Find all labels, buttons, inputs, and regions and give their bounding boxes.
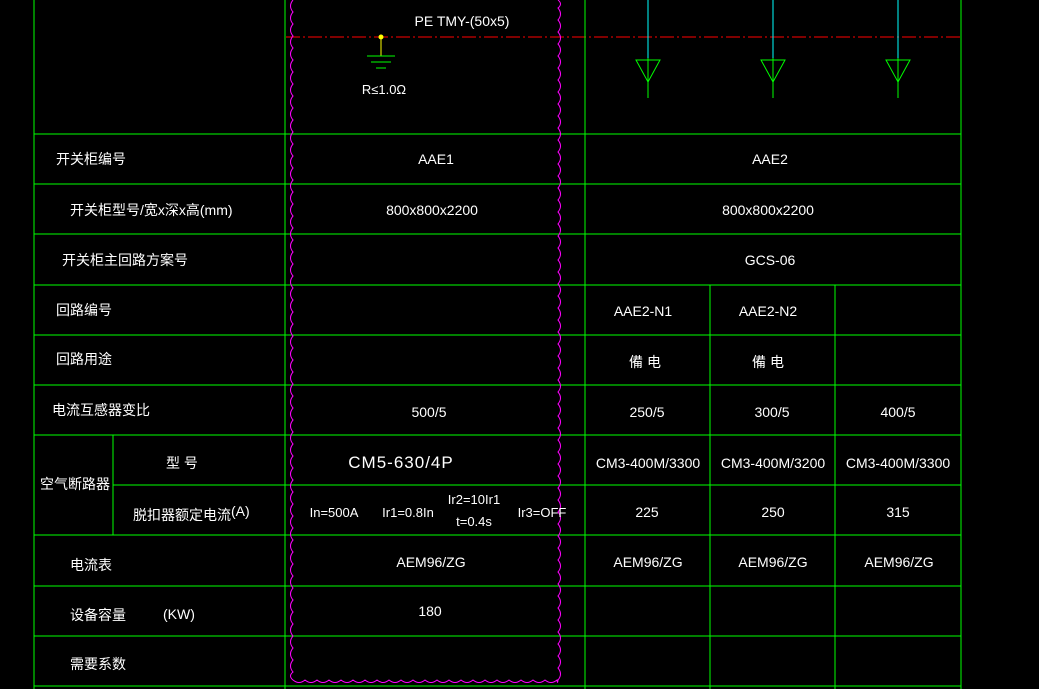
- aae1-ct-ratio: 500/5: [411, 404, 447, 420]
- circuit-1-no: AAE2-N1: [613, 303, 673, 319]
- aae1-cabinet-no: AAE1: [418, 151, 454, 167]
- circuit-2-ammeter: AEM96/ZG: [738, 554, 808, 570]
- aae1-ammeter: AEM96/ZG: [396, 554, 466, 570]
- row-label-capacity-unit: (KW): [163, 606, 195, 622]
- ground-icon: [367, 34, 395, 69]
- table-grid: [33, 0, 962, 689]
- circuit-2-ct-ratio: 300/5: [754, 404, 790, 420]
- row-label-ct-ratio: 电流互感器变比: [52, 402, 150, 418]
- circuit-3-ammeter: AEM96/ZG: [864, 554, 934, 570]
- circuit-3-ct-ratio: 400/5: [880, 404, 916, 420]
- row-label-trip-current-unit: (A): [231, 503, 250, 519]
- row-label-circuit-use: 回路用途: [56, 351, 112, 367]
- circuit-1-ct-ratio: 250/5: [629, 404, 665, 420]
- aae1-capacity: 180: [418, 603, 442, 619]
- row-label-capacity: 设备容量: [70, 607, 126, 623]
- circuit-2-breaker-model: CM3-400M/3200: [720, 455, 826, 471]
- aae1-breaker-model: CM5-630/4P: [348, 453, 454, 472]
- circuit-2-no: AAE2-N2: [738, 303, 798, 319]
- feeder-arrow-icon: [760, 0, 786, 98]
- circuit-3-trip-current: 315: [886, 504, 910, 520]
- row-label-demand-factor: 需要系数: [70, 656, 126, 672]
- row-label-ammeter: 电流表: [70, 557, 112, 573]
- row-label-trip-current: 脱扣器额定电流: [133, 507, 231, 523]
- aae1-dimensions: 800x800x2200: [386, 202, 478, 218]
- aae1-trip-t: t=0.4s: [456, 514, 492, 529]
- pe-bus-label: PE TMY-(50x5): [414, 13, 510, 29]
- aae1-trip-in: In=500A: [309, 505, 359, 520]
- circuit-1-use: 備 电: [629, 354, 661, 370]
- aae2-dimensions: 800x800x2200: [722, 202, 814, 218]
- circuit-1-breaker-model: CM3-400M/3300: [595, 455, 701, 471]
- circuit-1-trip-current: 225: [635, 504, 659, 520]
- aae1-trip-ir2: Ir2=10Ir1: [447, 492, 501, 507]
- aae2-scheme: GCS-06: [744, 252, 796, 268]
- aae1-trip-ir1: Ir1=0.8In: [382, 505, 434, 520]
- revision-cloud: [290, 0, 561, 683]
- circuit-1-ammeter: AEM96/ZG: [613, 554, 683, 570]
- row-label-breaker-model: 型 号: [166, 455, 198, 471]
- aae1-trip-ir3: Ir3=OFF: [517, 505, 567, 520]
- feeder-arrow-icon: [885, 0, 911, 98]
- circuit-3-breaker-model: CM3-400M/3300: [845, 455, 951, 471]
- grounding-resistance-label: R≤1.0Ω: [361, 82, 407, 97]
- circuit-2-trip-current: 250: [761, 504, 785, 520]
- row-label-circuit-no: 回路编号: [56, 302, 112, 318]
- row-label-main-circuit-scheme: 开关柜主回路方案号: [62, 252, 188, 268]
- feeder-arrow-icon: [635, 0, 661, 98]
- row-label-breaker: 空气断路器: [40, 476, 110, 492]
- aae2-cabinet-no: AAE2: [752, 151, 788, 167]
- row-label-cabinet-no: 开关柜编号: [56, 151, 126, 167]
- row-label-cabinet-model: 开关柜型号/宽x深x高(mm): [70, 202, 233, 218]
- circuit-2-use: 備 电: [752, 354, 784, 370]
